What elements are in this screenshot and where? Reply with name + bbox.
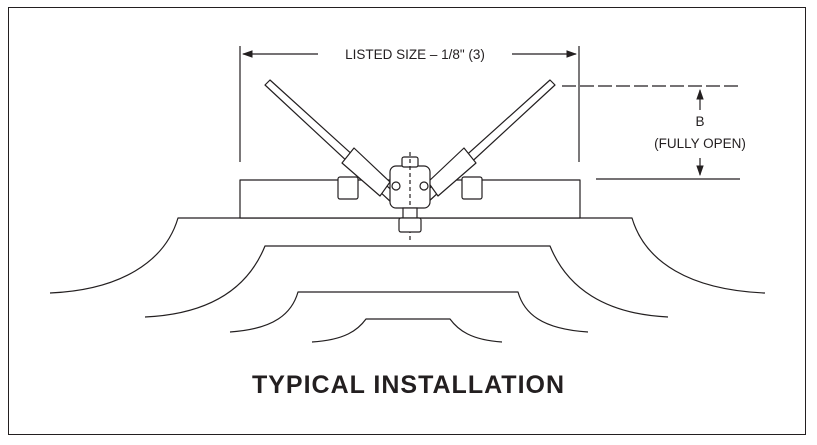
diffuser-cone-inner xyxy=(311,318,503,343)
hub-stem xyxy=(402,207,418,219)
width-dimension-label: LISTED SIZE – 1/8" (3) xyxy=(345,47,485,62)
hub-bottom-nut xyxy=(398,217,422,233)
hub-pivot-left xyxy=(391,181,401,191)
diffuser-cone-outer xyxy=(49,217,766,294)
diffuser-cone-second xyxy=(144,245,669,318)
height-dimension-label-b: B xyxy=(695,114,704,129)
clip-left xyxy=(337,176,359,200)
diagram-caption: TYPICAL INSTALLATION xyxy=(251,371,566,399)
height-dimension-label-fully-open: (FULLY OPEN) xyxy=(654,136,746,151)
clip-right xyxy=(461,176,483,200)
hub-pivot-right xyxy=(419,181,429,191)
diffuser-cone-third xyxy=(229,291,589,333)
